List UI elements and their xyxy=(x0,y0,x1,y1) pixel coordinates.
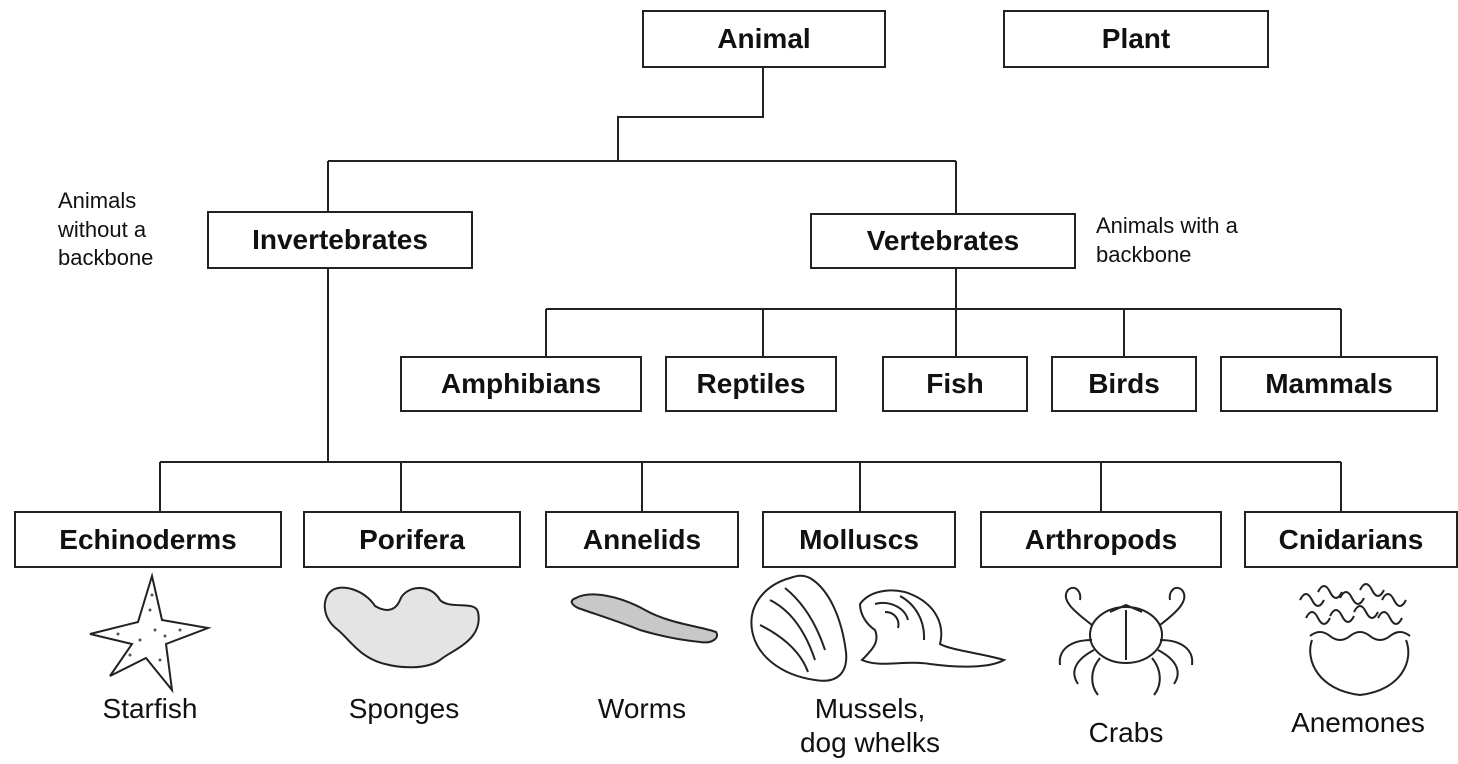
vertebrates-box: Vertebrates xyxy=(810,213,1076,269)
plant-box: Plant xyxy=(1003,10,1269,68)
vertebrate-group-box: Mammals xyxy=(1220,356,1438,412)
example-caption-line: dog whelks xyxy=(770,726,970,760)
starfish-icon xyxy=(90,576,208,690)
example-caption-starfish: Starfish xyxy=(60,692,240,726)
example-caption-worms: Worms xyxy=(552,692,732,726)
invertebrate-group-box: Cnidarians xyxy=(1244,511,1458,568)
sponge-icon xyxy=(325,588,479,668)
crab-icon xyxy=(1060,588,1192,695)
invertebrates-box: Invertebrates xyxy=(207,211,473,269)
invertebrate-group-box: Porifera xyxy=(303,511,521,568)
vertebrate-group-box: Birds xyxy=(1051,356,1197,412)
example-caption-line: Mussels, xyxy=(770,692,970,726)
example-caption-anemones: Anemones xyxy=(1258,706,1458,740)
vertebrate-group-box: Amphibians xyxy=(400,356,642,412)
vertebrate-group-box: Reptiles xyxy=(665,356,837,412)
invertebrates-note-line: without a xyxy=(58,216,153,245)
invertebrate-group-box: Molluscs xyxy=(762,511,956,568)
invertebrate-group-box: Arthropods xyxy=(980,511,1222,568)
example-caption-crabs: Crabs xyxy=(1036,716,1216,750)
vertebrates-note-line: backbone xyxy=(1096,241,1238,270)
invertebrates-note-line: backbone xyxy=(58,244,153,273)
mussel-whelk-icon xyxy=(751,576,1004,681)
worm-icon xyxy=(572,594,717,642)
vertebrate-group-box: Fish xyxy=(882,356,1028,412)
anemone-icon xyxy=(1300,584,1410,695)
example-caption-sponges: Sponges xyxy=(314,692,494,726)
invertebrate-group-box: Annelids xyxy=(545,511,739,568)
vertebrates-note-line: Animals with a xyxy=(1096,212,1238,241)
animal-box: Animal xyxy=(642,10,886,68)
invertebrates-note: Animals without a backbone xyxy=(58,187,153,273)
example-caption-molluscs: Mussels, dog whelks xyxy=(770,692,970,759)
invertebrate-group-box: Echinoderms xyxy=(14,511,282,568)
vertebrates-note: Animals with a backbone xyxy=(1096,212,1238,269)
invertebrates-note-line: Animals xyxy=(58,187,153,216)
